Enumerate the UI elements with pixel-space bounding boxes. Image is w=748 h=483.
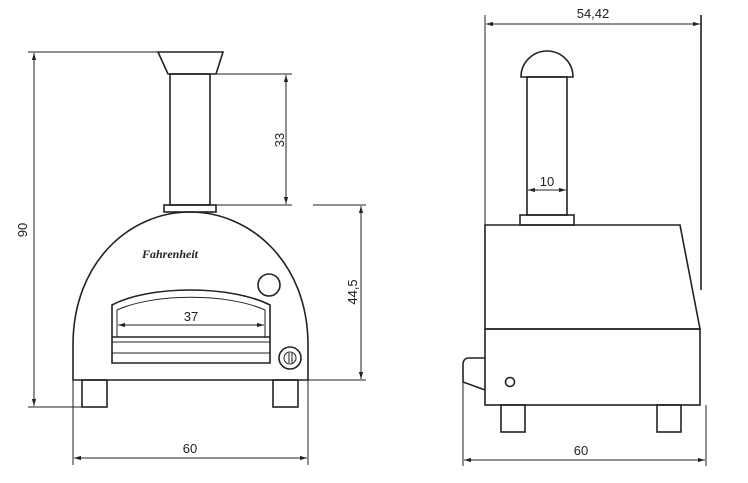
dim-chimney-diameter: 10 (540, 174, 554, 189)
thermometer-icon (257, 273, 281, 297)
dim-body-height: 44,5 (345, 279, 360, 304)
control-knob-icon (278, 346, 302, 370)
side-chimney-pipe (526, 76, 568, 216)
side-foot-back (656, 404, 682, 433)
chimney-cap (156, 51, 225, 75)
foot-left (81, 379, 108, 408)
dim-total-height: 90 (15, 223, 30, 237)
side-chimney-collar (519, 214, 575, 226)
oven-door-frame (111, 289, 271, 364)
dim-front-width: 60 (183, 441, 197, 456)
dim-door-width: 37 (184, 309, 198, 324)
front-view: Fahrenheit 37 33 44,5 90 60 (15, 51, 366, 465)
dim-side-depth: 60 (574, 443, 588, 458)
side-knob-icon (504, 376, 516, 388)
door-handle (462, 357, 486, 391)
side-foot-front (500, 404, 526, 433)
dim-top-depth: 54,42 (577, 6, 610, 21)
oven-body-upper (484, 224, 701, 330)
oven-door-opening (116, 296, 266, 337)
oven-body-lower (484, 328, 701, 406)
chimney-pipe (169, 73, 211, 206)
brand-logo: Fahrenheit (141, 247, 199, 261)
dim-chimney-height: 33 (272, 133, 287, 147)
chimney-collar (163, 204, 217, 213)
oven-dome (72, 211, 309, 381)
chimney-dome-cap (520, 50, 574, 78)
foot-right (272, 379, 299, 408)
side-view: 54,42 10 60 (462, 6, 707, 466)
